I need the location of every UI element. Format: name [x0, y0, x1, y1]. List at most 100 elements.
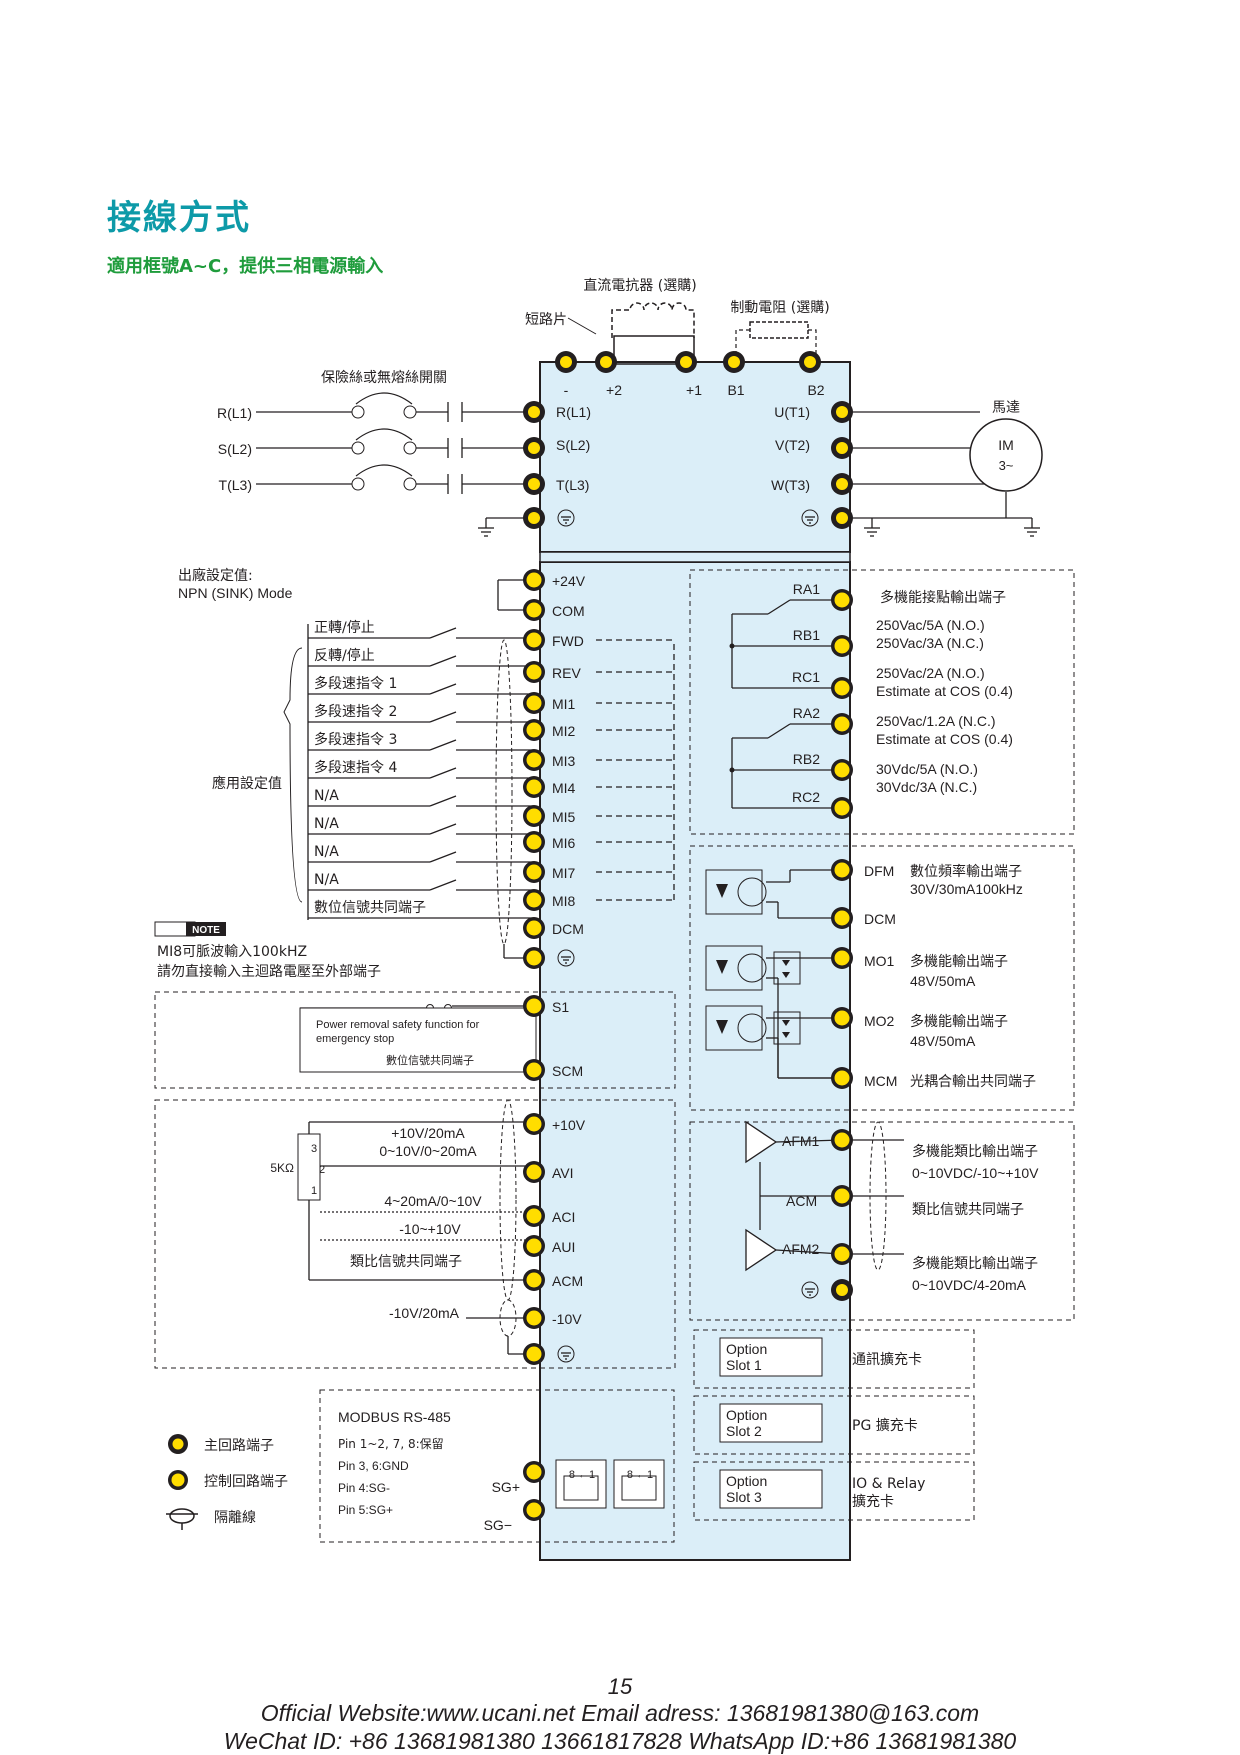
ai-terminal-label: ACM	[552, 1273, 583, 1289]
term-label-plus2: +2	[606, 382, 622, 398]
avi-desc-1: +10V/20mA	[391, 1125, 465, 1141]
legend-shield-label: 隔離線	[214, 1509, 256, 1526]
di-function-label: 多段速指令 1	[314, 675, 397, 692]
safety-line-2: emergency stop	[316, 1033, 394, 1045]
mo1-label: MO1	[864, 953, 895, 969]
di-function-label: 數位信號共同端子	[314, 900, 426, 916]
inner-t-label: T(L3)	[556, 477, 589, 493]
note-line-2: 請勿直接輸入主迴路電壓至外部端子	[157, 963, 381, 980]
term-label-plus1: +1	[686, 382, 702, 398]
afm1-desc-2: 0~10VDC/-10~+10V	[912, 1165, 1039, 1181]
di-terminal-label: MI4	[552, 780, 576, 796]
option-slot-desc: IO & Relay	[852, 1476, 925, 1492]
acm-desc: 類比信號共同端子	[350, 1254, 462, 1270]
input-r-label: R(L1)	[217, 405, 252, 421]
mcm-desc: 光耦合輸出共同端子	[910, 1074, 1036, 1090]
page-title: 接線方式	[107, 198, 251, 238]
di-terminal-label: DCM	[552, 921, 584, 937]
dc-reactor-label: 直流電抗器 (選購)	[583, 277, 696, 294]
legend-control-label: 控制回路端子	[204, 1474, 288, 1490]
option-slot-line2: Slot 1	[726, 1357, 762, 1373]
option-slot-box	[719, 1469, 823, 1509]
di-function-label: N/A	[314, 844, 339, 860]
footer-line-1: Official Website:www.ucani.net Email adr…	[260, 1700, 980, 1726]
aui-desc: -10~+10V	[399, 1221, 461, 1237]
option-slot-desc-2: 擴充卡	[852, 1493, 894, 1510]
note-badge-bg	[186, 922, 226, 936]
pot-pin-2: 2	[319, 1164, 325, 1176]
relay-terminal-label: RC1	[792, 669, 820, 685]
aout-acm-desc: 類比信號共同端子	[912, 1202, 1024, 1218]
di-terminal-label: MI1	[552, 696, 576, 712]
di-function-label: 多段速指令 2	[314, 703, 397, 720]
out-u-label: U(T1)	[774, 404, 810, 420]
option-slot-line1: Option	[726, 1473, 767, 1489]
di-function-label: N/A	[314, 788, 339, 804]
note-badge: NOTE	[192, 925, 220, 936]
dc-reactor-coil	[611, 302, 695, 338]
di-function-label: N/A	[314, 872, 339, 888]
out-w-label: W(T3)	[771, 477, 810, 493]
mo1-desc-1: 多機能輸出端子	[910, 953, 1008, 970]
di-terminal-label: FWD	[552, 633, 584, 649]
aout-acm-label: ACM	[786, 1193, 817, 1209]
relay-spec: 250Vac/1.2A (N.C.)	[876, 713, 996, 729]
option-slot-line1: Option	[726, 1341, 767, 1357]
option-slot-line1: Option	[726, 1407, 767, 1423]
term-label-minus: -	[564, 382, 569, 398]
rj45-2-pins: 8 ←1	[627, 1469, 653, 1481]
option-slot-line2: Slot 3	[726, 1489, 762, 1505]
di-terminal-label: MI8	[552, 893, 576, 909]
input-t-label: T(L3)	[219, 477, 252, 493]
out-dcm-label: DCM	[864, 911, 896, 927]
di-terminal-label: MI2	[552, 723, 576, 739]
afm1-desc-1: 多機能類比輸出端子	[912, 1143, 1038, 1160]
term-label-b2: B2	[807, 382, 824, 398]
rj45-1-pins: 8 ←1	[569, 1469, 595, 1481]
ai-terminal-label: +10V	[552, 1117, 586, 1133]
pot-pin-3: 3	[311, 1143, 317, 1155]
di-function-label: N/A	[314, 816, 339, 832]
di-terminal-label: REV	[552, 665, 581, 681]
aci-desc: 4~20mA/0~10V	[384, 1193, 482, 1209]
sg-plus-label: SG+	[492, 1479, 520, 1495]
safety-common-label: 數位信號共同端子	[386, 1053, 474, 1067]
relay-spec: 30Vdc/3A (N.C.)	[876, 779, 977, 795]
afm1-label: AFM1	[782, 1133, 820, 1149]
option-slot-box	[719, 1337, 823, 1377]
brake-resistor	[749, 321, 809, 339]
pot-pin-1: 1	[311, 1185, 317, 1197]
afm2-label: AFM2	[782, 1241, 820, 1257]
sg-minus-label: SG−	[484, 1517, 512, 1533]
di-terminal-label: MI7	[552, 865, 576, 881]
modbus-pin-1: Pin 1~2, 7, 8:保留	[338, 1437, 444, 1451]
option-slot-desc: PG 擴充卡	[852, 1417, 918, 1434]
inner-s-label: S(L2)	[556, 437, 590, 453]
di-terminal-label: MI6	[552, 835, 576, 851]
inverter-power-section	[539, 361, 851, 553]
footer-line-2: WeChat ID: +86 13681981380 13661817828 W…	[223, 1728, 1017, 1754]
input-s-label: S(L2)	[218, 441, 252, 457]
note-line-1: MI8可脈波輸入100kHZ	[157, 944, 307, 960]
ai-terminal-label: ACI	[552, 1209, 575, 1225]
relay-terminal-label: RB1	[793, 627, 820, 643]
relay-spec: 250Vac/5A (N.O.)	[876, 617, 985, 633]
option-slot-box	[719, 1403, 823, 1443]
legend-shield-symbol	[169, 1508, 195, 1524]
option-slot-line2: Slot 2	[726, 1423, 762, 1439]
di-function-label: 反轉/停止	[314, 647, 375, 664]
mo2-desc-1: 多機能輸出端子	[910, 1013, 1008, 1030]
afm2-desc-2: 0~10VDC/4-20mA	[912, 1277, 1027, 1293]
relay-terminal-label: RB2	[793, 751, 820, 767]
relay-spec: 250Vac/2A (N.O.)	[876, 665, 985, 681]
mo2-label: MO2	[864, 1013, 895, 1029]
app-setting-label: 應用設定值	[212, 775, 282, 792]
motor-symbol	[969, 418, 1043, 492]
modbus-pin-4: Pin 5:SG+	[338, 1503, 393, 1517]
relay-spec: Estimate at COS (0.4)	[876, 683, 1013, 699]
ai-terminal-label: AUI	[552, 1239, 575, 1255]
safety-terminal-label: SCM	[552, 1063, 583, 1079]
legend-main-label: 主回路端子	[204, 1438, 274, 1454]
